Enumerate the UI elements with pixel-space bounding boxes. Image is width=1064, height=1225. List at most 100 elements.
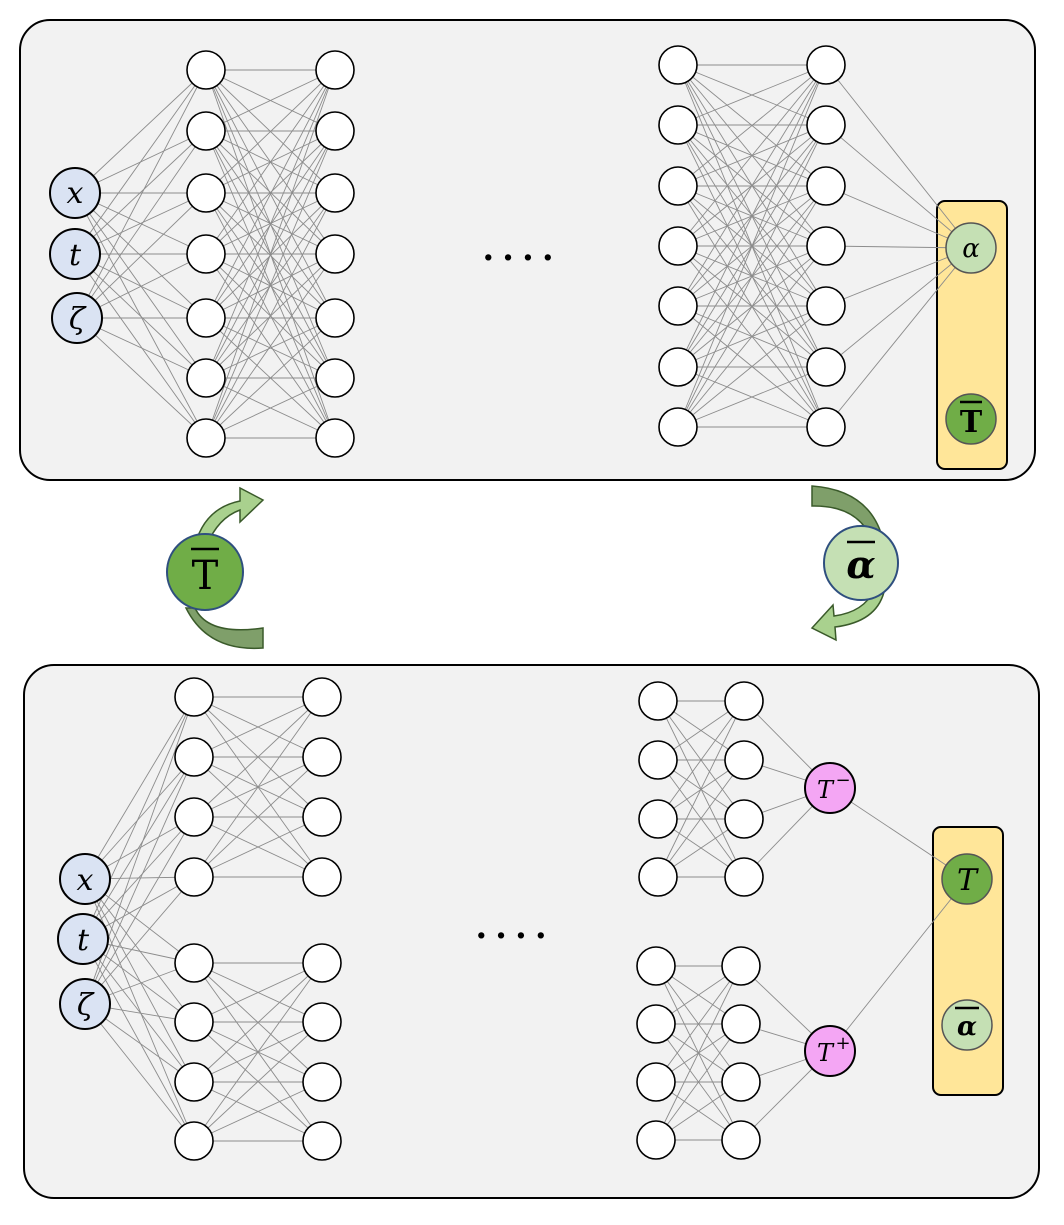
bottom-layerN1-neuron	[638, 799, 678, 839]
top-hidden-edge	[205, 253, 336, 439]
bottom-hidden-edge	[193, 1021, 323, 1142]
bottom-output-temperature: T	[941, 853, 993, 905]
bottom-hidden-edge	[193, 1081, 323, 1142]
bottom-hidden-edge	[193, 816, 323, 878]
bottom-input-t: t	[57, 913, 109, 965]
top-output-temperature-label: T	[960, 405, 983, 440]
top-layer1-neuron	[186, 358, 226, 398]
bottom-layer1-neuron	[174, 1121, 214, 1161]
bottom-output-edge	[829, 787, 968, 880]
bottom-hidden-edge	[193, 756, 323, 878]
bottom-input-edge	[84, 878, 195, 1083]
left-exchange-arrow-top	[194, 486, 265, 546]
top-input-edge	[74, 192, 207, 319]
top-layerN1-neuron	[658, 105, 698, 145]
bottom-hidden-edge	[655, 965, 742, 1141]
top-input-edge	[74, 130, 207, 255]
top-hidden-edge	[205, 192, 336, 319]
top-hidden-edge	[205, 130, 336, 439]
top-layerN-neuron	[806, 407, 846, 447]
branch-t-plus-sup: +	[835, 1033, 850, 1054]
top-hidden-edge	[677, 185, 827, 428]
branch-t-minus: T −	[804, 762, 856, 814]
top-input-x: x	[49, 167, 101, 219]
bottom-input-edge	[84, 1003, 195, 1142]
bottom-hidden-edge	[193, 962, 323, 1023]
bottom-layer2-neuron	[302, 1062, 342, 1102]
left-exchange-temperature: T	[166, 533, 244, 611]
bottom-input-edge	[84, 756, 195, 880]
top-hidden-edge	[677, 64, 827, 368]
bottom-layerN1-neuron	[636, 946, 676, 986]
top-layerN1-neuron	[658, 45, 698, 85]
top-output-edge	[825, 185, 972, 249]
top-layer1-neuron	[186, 50, 226, 90]
bottom-hidden-edge	[657, 759, 745, 878]
bottom-layer2-neuron	[302, 797, 342, 837]
bottom-input-edge	[84, 756, 195, 1005]
top-layer1-neuron	[186, 298, 226, 338]
bottom-layerN-neuron	[721, 1120, 761, 1160]
bottom-layer2-neuron	[302, 1002, 342, 1042]
bottom-hidden-edge	[193, 696, 323, 758]
top-layerN1-neuron	[658, 226, 698, 266]
top-hidden-edge	[205, 69, 336, 379]
top-output-edge	[825, 247, 972, 368]
top-ellipsis: ....	[482, 229, 561, 269]
top-layerN-neuron	[806, 226, 846, 266]
top-hidden-edge	[677, 305, 827, 428]
bottom-layer1-neuron	[174, 677, 214, 717]
bottom-hidden-edge	[657, 700, 745, 878]
top-hidden-edge	[205, 69, 336, 132]
bottom-layerN1-neuron	[638, 740, 678, 780]
bottom-output-temperature-label: T	[957, 863, 979, 898]
branch-t-minus-base: T	[817, 776, 835, 804]
top-input-edge	[74, 69, 207, 255]
bottom-output-alpha-label: α	[957, 1012, 977, 1042]
top-layer1-neuron	[186, 418, 226, 458]
top-hidden-edge	[677, 64, 827, 307]
top-hidden-edge	[205, 69, 336, 194]
right-exchange-arrow-bottom	[810, 589, 885, 642]
bottom-layerN1-neuron	[638, 681, 678, 721]
bottom-input-t-label: t	[77, 923, 90, 958]
top-input-zeta: ζ	[51, 292, 103, 344]
bottom-output-alpha: α	[941, 999, 993, 1051]
top-hidden-edge	[677, 64, 827, 187]
bottom-layerN-neuron	[721, 946, 761, 986]
top-layerN-neuron	[806, 347, 846, 387]
bottom-hidden-edge	[657, 700, 745, 820]
bottom-layer2-neuron	[302, 943, 342, 983]
top-hidden-edge	[677, 64, 827, 428]
top-hidden-edge	[677, 124, 827, 428]
top-output-temperature: T	[945, 393, 997, 445]
top-layerN-neuron	[806, 45, 846, 85]
top-layer2-neuron	[315, 298, 355, 338]
bottom-input-edge	[82, 938, 195, 1083]
bottom-hidden-edge	[193, 962, 323, 1083]
bottom-hidden-edge	[655, 965, 742, 1083]
bottom-layerN-neuron	[724, 740, 764, 780]
bottom-output-edge	[829, 878, 968, 1052]
bottom-layerN1-neuron	[636, 1004, 676, 1044]
bottom-input-x-label: x	[77, 863, 94, 898]
top-hidden-edge	[677, 366, 827, 428]
bottom-layerN1-neuron	[638, 857, 678, 897]
left-exchange-label: T	[192, 553, 219, 599]
bottom-layer2-neuron	[302, 737, 342, 777]
bottom-hidden-edge	[655, 1023, 742, 1141]
bottom-hidden-edge	[193, 962, 323, 1142]
top-input-edge	[76, 130, 207, 319]
top-layer2-neuron	[315, 234, 355, 274]
bottom-layer2-neuron	[302, 1121, 342, 1161]
bottom-layer1-neuron	[174, 737, 214, 777]
top-hidden-edge	[205, 317, 336, 439]
network-edges	[74, 64, 972, 1142]
top-input-t-label: t	[69, 238, 82, 273]
bottom-hidden-edge	[193, 696, 323, 818]
bottom-layer2-neuron	[302, 677, 342, 717]
bottom-hidden-edge	[193, 696, 323, 878]
top-layer2-neuron	[315, 358, 355, 398]
top-layerN1-neuron	[658, 407, 698, 447]
bottom-input-zeta-label: ζ	[77, 988, 95, 1023]
